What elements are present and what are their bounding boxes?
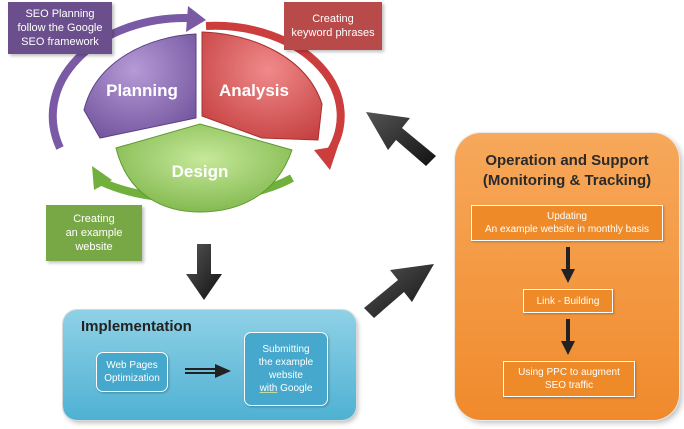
implementation-title: Implementation: [81, 318, 192, 335]
submit-line-2: the example: [258, 357, 314, 368]
keyword-phrases-callout: Creating keyword phrases: [284, 2, 382, 50]
up-left-block-arrow: [366, 112, 436, 166]
submit-google: Google: [280, 383, 313, 394]
down-arrow-1: [561, 247, 575, 283]
operation-title: Operation and Support (Monitoring & Trac…: [482, 152, 652, 189]
operation-support-panel: Operation and Support (Monitoring & Trac…: [455, 133, 679, 420]
red-arrowhead: [314, 146, 338, 170]
planning-label: Planning: [106, 81, 178, 100]
up-right-block-arrow: [364, 264, 434, 318]
submit-with: with: [259, 383, 278, 394]
design-segment: [115, 123, 293, 213]
down-block-arrow: [186, 244, 222, 300]
implementation-panel: Implementation Web Pages Optimization Su…: [63, 310, 356, 420]
submitting-google-box: Submitting the example website with Goog…: [244, 332, 328, 406]
purple-arrowhead: [186, 6, 206, 32]
ppc-box: Using PPC to augment SEO traffic: [503, 361, 635, 397]
right-arrow: [185, 364, 231, 378]
design-label: Design: [172, 162, 229, 181]
submit-line-4: with Google: [260, 382, 313, 395]
seo-planning-callout: SEO Planning follow the Google SEO frame…: [8, 2, 112, 54]
red-cycle-arrow: [205, 21, 345, 161]
down-arrow-2: [561, 319, 575, 355]
analysis-segment: [201, 31, 323, 141]
purple-cycle-arrow: [48, 13, 189, 150]
green-arrowhead: [92, 166, 112, 190]
creating-website-callout: Creating an example website: [46, 205, 142, 261]
web-pages-optimization-box: Web Pages Optimization: [96, 352, 168, 392]
analysis-label: Analysis: [219, 81, 289, 100]
link-building-box: Link - Building: [523, 289, 613, 313]
updating-box: Updating An example website in monthly b…: [471, 205, 663, 241]
submit-line-3: website: [269, 370, 303, 381]
planning-segment: [83, 33, 197, 139]
submit-line-1: Submitting: [262, 344, 310, 355]
